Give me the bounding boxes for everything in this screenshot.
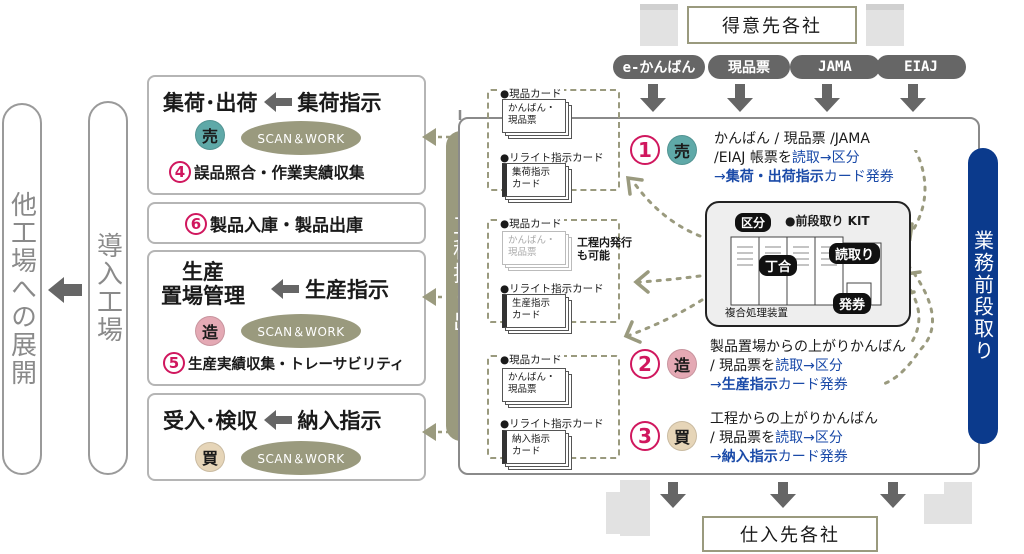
genpin-card-label: ●現品カード: [498, 348, 564, 367]
receiving-instruction-card: 納入指示カード: [502, 430, 566, 464]
suppliers-label: 仕入先各社: [702, 516, 878, 552]
dispatch-arrow-icon: [422, 128, 436, 146]
step-5-label: 5 生産実績収集・トレーサビリティ: [163, 352, 404, 374]
receiving-box: 受入･検収 納入指示 買 SCAN＆WORK: [147, 393, 426, 481]
step-1-description: かんばん / 現品票 /JAMA /EIAJ 帳票を読取→区分 →集荷・出荷指示…: [714, 131, 894, 185]
arrowhead-icon: [625, 175, 644, 196]
format-genpinhyo: 現品票: [708, 55, 790, 79]
read-tag: 読取り: [829, 243, 881, 264]
issue-tag: 発券: [833, 293, 872, 314]
receiving-title: 受入･検収: [163, 409, 258, 433]
arrowhead-icon: [633, 270, 650, 294]
down-arrows-top: [640, 84, 926, 112]
step-number-badge: 2: [630, 349, 660, 379]
step-number-badge: 4: [169, 161, 191, 183]
genpin-card-label: ●現品カード: [498, 212, 564, 231]
sort-tag: 区分: [735, 213, 772, 232]
customers-label: 得意先各社: [687, 6, 857, 44]
step-number-badge: 5: [163, 352, 185, 374]
collate-tag: 丁合: [759, 255, 798, 276]
shipping-title: 集荷･出荷: [163, 91, 258, 115]
purchase-seal: 買: [195, 442, 225, 472]
down-arrow-icon: [880, 482, 906, 508]
in-process-issue-note: 工程内発行も可能: [577, 236, 632, 262]
down-arrow-icon: [660, 482, 686, 508]
shipping-instruction: 集荷指示: [297, 91, 382, 115]
step-1-row: 1 売: [630, 135, 697, 165]
kanban-card: かんばん・現品票: [502, 231, 566, 265]
format-jama: JAMA: [790, 55, 880, 79]
step-number-badge: 6: [185, 212, 207, 235]
other-plants-label: 他工場への展開: [6, 191, 37, 387]
rewrite-card-label: ●リライト指示カード: [498, 277, 606, 296]
down-arrow-icon: [640, 84, 666, 112]
machine-caption: 複合処理装置: [725, 307, 788, 319]
intro-plant-pill: 導入工場: [88, 101, 128, 475]
product-storage-box: 6 製品入庫・製品出庫: [147, 202, 426, 244]
shipping-box: 集荷･出荷 集荷指示 売 SCAN＆WORK 4 誤品照合・作業実績収集: [147, 75, 426, 195]
rewrite-card-label: ●リライト指示カード: [498, 146, 606, 165]
left-arrow-icon: [271, 279, 299, 299]
genpin-card-label: ●現品カード: [498, 82, 564, 101]
down-arrows-bottom: [660, 482, 906, 508]
kanban-card: かんばん・現品票: [502, 99, 566, 133]
sales-seal: 売: [667, 135, 697, 165]
down-arrow-icon: [900, 84, 926, 112]
step-2-row: 2 造: [630, 349, 697, 379]
shipping-instruction-card: 集荷指示カード: [502, 163, 566, 197]
step-number-badge: 3: [630, 421, 660, 451]
sales-seal: 売: [195, 120, 225, 150]
multi-processing-machine: 区分 ●前段取り KIT 丁合 読取り 発券 複合処理装置: [705, 201, 911, 327]
manufacture-seal: 造: [195, 316, 225, 346]
down-arrow-icon: [814, 84, 840, 112]
step-number-badge: 1: [630, 135, 660, 165]
production-instruction-card: 生産指示カード: [502, 294, 566, 328]
pre-setup-label: 業務前段取り: [970, 230, 995, 362]
rewrite-card-label: ●リライト指示カード: [498, 412, 606, 431]
format-eiaj: EIAJ: [876, 55, 966, 79]
kanban-card: かんばん・現品票: [502, 368, 566, 402]
other-plants-pill: 他工場への展開: [2, 103, 42, 475]
building-icon: [866, 4, 904, 46]
arrowhead-icon: [623, 320, 642, 344]
step-6-label: 6 製品入庫・製品出庫: [185, 211, 363, 236]
building-icon: [620, 480, 650, 536]
building-icon: [640, 4, 678, 46]
scan-and-work-button[interactable]: SCAN＆WORK: [241, 121, 361, 155]
step-2-description: 製品置場からの上がりかんばん / 現品票を読取→区分 →生産指示カード発券: [710, 339, 906, 393]
dispatch-arrow-icon: [422, 288, 436, 306]
down-arrow-icon: [770, 482, 796, 508]
production-box: 生産 置場管理 生産指示 造 SCAN＆WORK 5 生産実績収集・トレーサビリ…: [147, 250, 426, 386]
scan-and-work-button[interactable]: SCAN＆WORK: [241, 441, 361, 475]
left-arrow-icon: [263, 92, 292, 112]
step-4-label: 4 誤品照合・作業実績収集: [169, 161, 365, 183]
kit-label: ●前段取り KIT: [785, 214, 870, 228]
building-icon: [944, 482, 972, 524]
left-arrow-icon: [48, 277, 82, 303]
down-arrow-icon: [727, 84, 753, 112]
step-3-description: 工程からの上がりかんばん / 現品票を読取→区分 →納入指示カード発券: [710, 411, 878, 465]
scan-and-work-button[interactable]: SCAN＆WORK: [241, 314, 361, 348]
production-instruction: 生産指示: [305, 278, 389, 302]
manufacture-seal: 造: [667, 349, 697, 379]
purchase-seal: 買: [667, 421, 697, 451]
pre-setup-bar: 業務前段取り: [968, 148, 998, 444]
receiving-instruction: 納入指示: [297, 409, 382, 433]
intro-plant-label: 導入工場: [92, 232, 123, 344]
step-3-row: 3 買: [630, 421, 697, 451]
production-title: 生産 置場管理: [161, 260, 245, 308]
format-e-kanban: e-かんばん: [613, 55, 705, 79]
dispatch-arrow-icon: [422, 423, 436, 441]
left-arrow-icon: [263, 410, 292, 430]
